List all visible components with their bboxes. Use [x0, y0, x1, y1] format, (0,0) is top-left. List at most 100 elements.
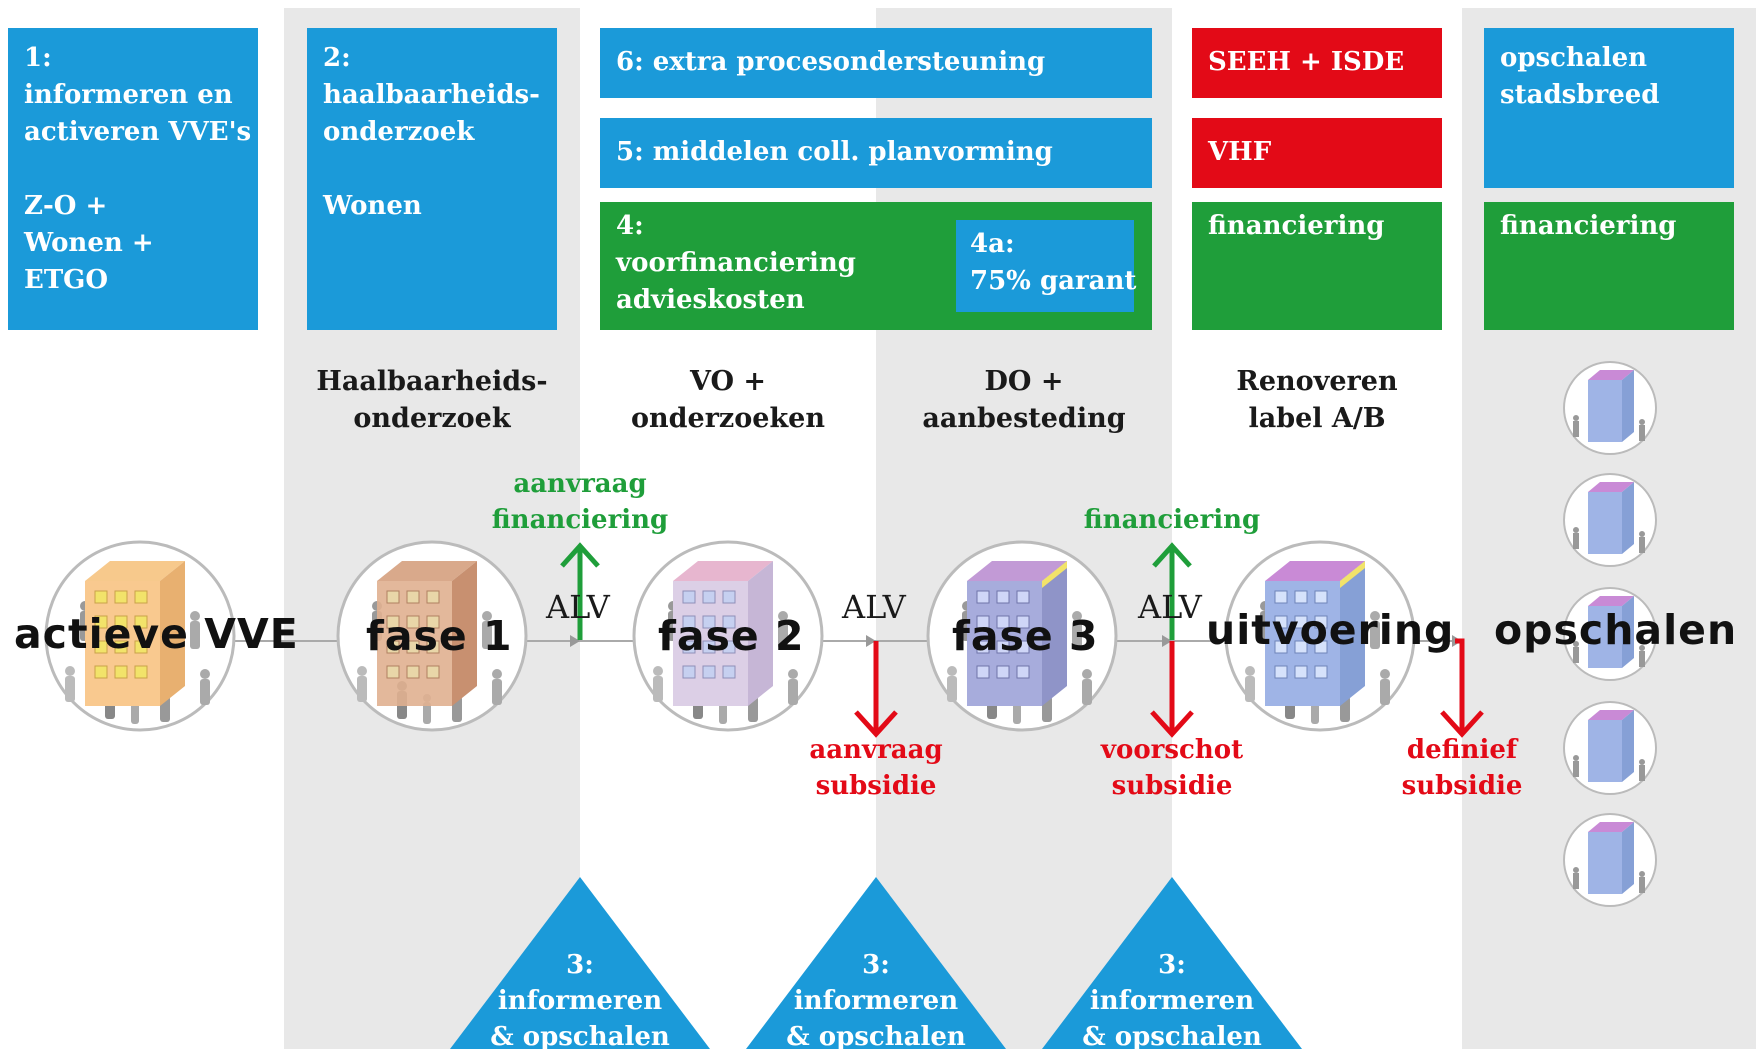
building-circle-fase-1 [336, 540, 528, 732]
step-1-number: 1: [24, 43, 52, 73]
step-1-line: informeren en [24, 80, 233, 110]
triangle-line: informeren [497, 986, 663, 1016]
phase-title-line: DO + [984, 366, 1064, 397]
step-4-number: 4: [616, 211, 644, 241]
phase-title-line: onderzoek [353, 403, 511, 434]
triangle-line: & opschalen [1082, 1022, 1262, 1052]
seeh-isde-label: SEEH + ISDE [1208, 47, 1405, 77]
scale-up-line: opschalen [1500, 43, 1648, 73]
step-6-box: 6: extra procesondersteuning [600, 28, 1152, 98]
triangle-line: informeren [1089, 986, 1255, 1016]
step-2-box: 2: haalbaarheids- onderzoek Wonen [307, 28, 557, 330]
vhf-label: VHF [1208, 137, 1272, 167]
step-1-partner: Wonen + [24, 228, 154, 258]
phase-title-2: Haalbaarheids- onderzoek [284, 363, 580, 437]
triangle-line: 3: [566, 950, 594, 980]
financing-box-6: financiering [1484, 202, 1734, 330]
info-triangle-1: 3: informeren & opschalen [450, 877, 710, 1052]
step-4a-number: 4a: [970, 229, 1015, 259]
step-1-box: 1: informeren en activeren VVE's Z-O + W… [8, 28, 258, 330]
phase-title-5: Renoveren label A/B [1172, 363, 1462, 437]
scale-up-box: opschalen stadsbreed [1484, 28, 1734, 188]
step-5-box: 5: middelen coll. planvorming [600, 118, 1152, 188]
timeline-arrowhead [570, 635, 580, 647]
final-subsidy-label: definief subsidie [1352, 732, 1572, 804]
alv-label-2: ALV [842, 588, 906, 626]
triangle-shape [450, 877, 710, 1049]
triangle-line: & opschalen [786, 1022, 966, 1052]
scale-up-line: stadsbreed [1500, 80, 1660, 110]
request-subsidy-line: aanvraag [809, 735, 943, 765]
building-circle-uitvoering [1224, 540, 1416, 732]
alv-label-1: ALV [546, 588, 610, 626]
green-arrow-up-2 [1152, 542, 1192, 640]
seeh-isde-box: SEEH + ISDE [1192, 28, 1442, 98]
request-financing-line: aanvraag [513, 469, 647, 499]
phase-title-line: aanbesteding [922, 403, 1126, 434]
phase-title-3: VO + onderzoeken [580, 363, 876, 437]
small-building-circle [1563, 701, 1657, 795]
small-building-circle [1563, 361, 1657, 455]
red-arrow-down-2 [1150, 641, 1194, 738]
phase-title-4: DO + aanbesteding [876, 363, 1172, 437]
triangle-line: 3: [1158, 950, 1186, 980]
stage-label-opschalen: opschalen [1494, 606, 1738, 654]
financing-label: financiering [1062, 502, 1282, 538]
stage-label-fase-2: fase 2 [658, 612, 805, 660]
step-6-label: 6: extra procesondersteuning [616, 47, 1046, 77]
red-arrow-down-3 [1440, 638, 1484, 738]
step-1-partner: Z-O + [24, 191, 108, 221]
step-2-line: onderzoek [323, 117, 475, 147]
advance-subsidy-label: voorschot subsidie [1062, 732, 1282, 804]
vhf-box: VHF [1192, 118, 1442, 188]
financing-line: financiering [1083, 505, 1261, 535]
advance-subsidy-line: voorschot [1100, 735, 1244, 765]
timeline-arrowhead [1162, 635, 1172, 647]
stage-label-fase-1: fase 1 [366, 612, 513, 660]
timeline-arrowhead [866, 635, 876, 647]
stage-label-uitvoering: uitvoering [1206, 606, 1455, 654]
step-1-partner: ETGO [24, 265, 109, 295]
request-subsidy-line: subsidie [815, 771, 937, 801]
step-2-line: haalbaarheids- [323, 80, 540, 110]
final-subsidy-line: definief [1406, 735, 1518, 765]
financing-label-6: financiering [1500, 211, 1677, 241]
step-4-line: voorfinanciering [616, 248, 856, 278]
step-5-label: 5: middelen coll. planvorming [616, 137, 1053, 167]
request-financing-label: aanvraag financiering [470, 466, 690, 538]
info-triangle-2: 3: informeren & opschalen [746, 877, 1006, 1052]
step-4a-box: 4a: 75% garant [956, 220, 1137, 312]
financing-box-5: financiering [1192, 202, 1442, 330]
step-2-partner: Wonen [323, 191, 422, 221]
triangle-line: & opschalen [490, 1022, 670, 1052]
triangle-line: 3: [862, 950, 890, 980]
phase-title-line: onderzoeken [631, 403, 825, 434]
building-circle-fase-3 [926, 540, 1118, 732]
small-building-circle [1563, 473, 1657, 567]
final-subsidy-line: subsidie [1401, 771, 1523, 801]
green-arrow-up-1 [560, 542, 600, 640]
phase-title-line: Haalbaarheids- [316, 366, 548, 397]
phase-title-line: label A/B [1248, 403, 1386, 434]
advance-subsidy-line: subsidie [1111, 771, 1233, 801]
building-circle-vve [44, 540, 236, 732]
request-financing-line: financiering [491, 505, 669, 535]
triangle-shape [746, 877, 1006, 1049]
financing-label-5: financiering [1208, 211, 1385, 241]
step-4-line: advieskosten [616, 285, 805, 315]
alv-label-3: ALV [1138, 588, 1202, 626]
red-arrow-down-1 [854, 641, 898, 738]
info-triangle-3: 3: informeren & opschalen [1042, 877, 1302, 1052]
request-subsidy-label: aanvraag subsidie [766, 732, 986, 804]
phase-title-line: VO + [689, 366, 767, 397]
stage-label-actieve-vve: actieve VVE [14, 610, 299, 658]
step-4a-label: 75% garant [970, 266, 1137, 296]
triangle-shape [1042, 877, 1302, 1049]
small-building-circle [1563, 587, 1657, 681]
stage-label-fase-3: fase 3 [952, 612, 1099, 660]
step-1-line: activeren VVE's [24, 117, 252, 147]
small-building-circle [1563, 813, 1657, 907]
step-2-number: 2: [323, 43, 351, 73]
building-circle-fase-2 [632, 540, 824, 732]
